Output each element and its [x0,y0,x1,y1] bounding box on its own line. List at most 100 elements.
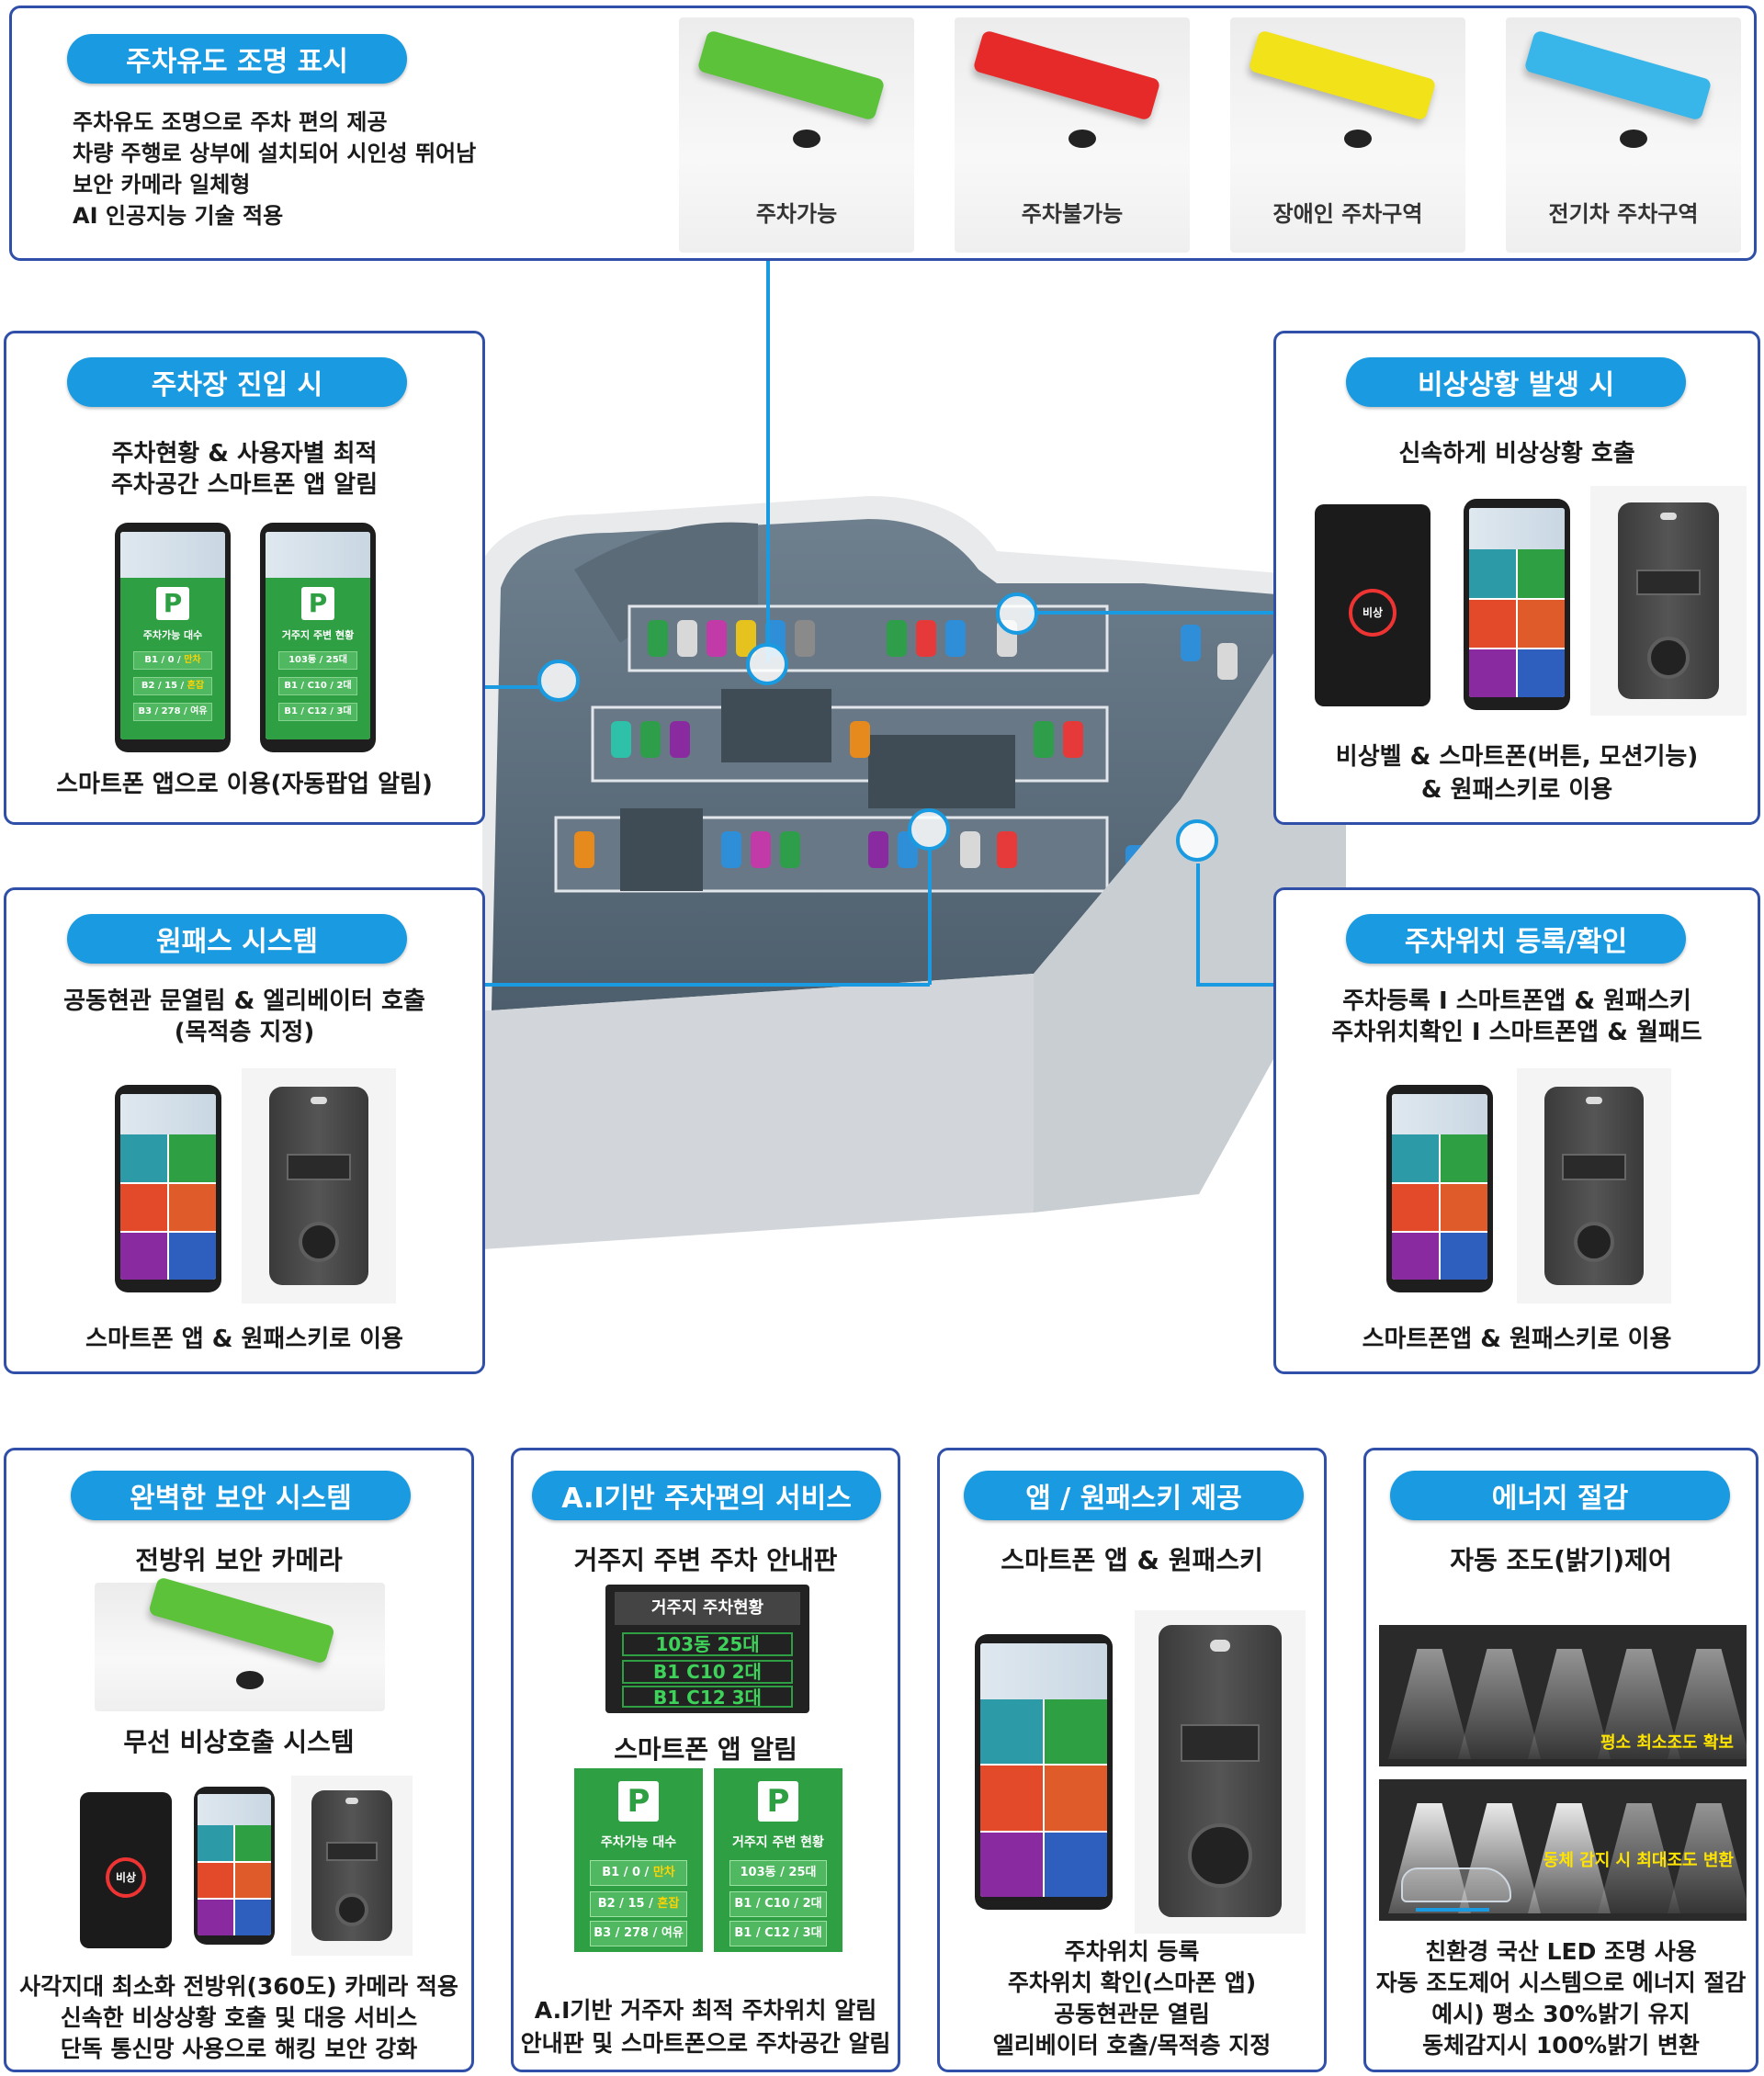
emergency-button: 비상 [1349,589,1396,637]
one-pass-key [311,1790,392,1941]
section-heading: 전방위 보안 카메라 [135,1545,343,1575]
desc-line: 공동현관 문열림 & 엘리베이터 호출 [63,987,425,1015]
desc-line: 주차등록 I 스마트폰앱 & 원패스키 [1342,987,1691,1015]
lighting-label: 동체 감지 시 최대조도 변환 [1543,1851,1734,1870]
smartphone: P 거주지 주변 현황 103동 / 25대 B1 / C10 / 2대 B1 … [260,523,376,752]
status-row: B3 / 278 / 여유 [132,702,213,721]
section-heading: 자동 조도(밝기)제어 [1450,1545,1672,1575]
app-onepass-panel: 앱 / 원패스키 제공 스마트폰 앱 & 원패스키 주차위치 등록 주차위치 확… [937,1448,1327,2072]
parking-status-signboard: 거주지 주차현황 103동 25대 B1 C10 2대 B1 C12 3대 [605,1585,809,1713]
status-row: B2 / 15 / 혼잡 [589,1891,688,1917]
desc-line: 주차현황 & 사용자별 최적 [111,440,378,468]
app-screen: P 주차가능 대수 B1 / 0 / 만차 B2 / 15 / 혼잡 B3 / … [120,577,225,739]
sign-row: B1 C10 2대 [622,1660,793,1684]
app-banner [120,1094,216,1135]
onepass-panel: 원패스 시스템 공동현관 문열림 & 엘리베이터 호출 (목적층 지정) 스마트… [4,887,485,1374]
desc-line: 차량 주행로 상부에 설치되어 시인성 뛰어남 [73,141,477,166]
panel-footer: 엘리베이터 호출/목적층 지정 [992,2032,1272,2059]
app-menu-grid [198,1824,271,1935]
sensor-node [746,643,788,685]
smartphone [1386,1085,1493,1292]
connector-line [1029,611,1275,615]
connector-line [1196,863,1200,987]
app-screen-nearby: P 거주지 주변 현황 103동 / 25대 B1 / C10 / 2대 B1 … [714,1768,842,1952]
camera-icon [1620,130,1647,148]
app-banner [1469,508,1565,550]
status-row: 103동 / 25대 [277,650,358,670]
panel-footer: 주차위치 등록 [1064,1938,1200,1965]
one-pass-key [269,1087,368,1285]
sign-header: 거주지 주차현황 [615,1592,800,1625]
connector-line [928,845,932,985]
one-pass-key [1618,502,1719,699]
connector-line [766,259,770,663]
status-row: B1 / 0 / 만차 [132,650,213,670]
smartphone [194,1787,275,1945]
sensor-node [908,808,950,851]
camera-icon [1069,130,1096,148]
panel-title: 주차유도 조명 표시 [67,34,407,84]
one-pass-key-card [291,1776,413,1956]
green-guide-light [148,1576,335,1664]
sensor-node [996,592,1038,635]
app-menu-grid [1469,549,1565,697]
status-row: 103동 / 25대 [729,1860,828,1886]
panel-title: 비상상황 발생 시 [1346,357,1686,407]
parked-cars [574,620,1238,882]
security-panel: 완벽한 보안 시스템 전방위 보안 카메라 무선 비상호출 시스템 비상 사각지… [4,1448,474,2072]
panel-title: 주차위치 등록/확인 [1346,914,1686,964]
status-row: B1 / 0 / 만차 [589,1860,688,1886]
section-heading: 스마트폰 앱 & 원패스키 [1001,1545,1263,1575]
panel-title: 완벽한 보안 시스템 [71,1471,411,1520]
panel-footer: 자동 조도제어 시스템으로 에너지 절감 [1375,1969,1747,1996]
connector-line [1196,983,1277,987]
panel-title: 원패스 시스템 [67,914,407,964]
app-menu-grid [980,1698,1107,1897]
sensor-node [1176,819,1218,862]
camera-icon [793,130,820,148]
status-row: B1 / C10 / 2대 [729,1891,828,1917]
status-row: B2 / 15 / 혼잡 [132,676,213,695]
emergency-bell-device: 비상 [1315,504,1430,706]
blue-guide-light [1523,29,1713,121]
light-card-disabled: 장애인 주차구역 [1230,17,1465,253]
panel-footer: 단독 통신망 사용으로 해킹 보안 강화 [60,2036,418,2062]
one-pass-key-card [1135,1610,1306,1934]
yellow-guide-light [1248,29,1437,121]
light-label: 장애인 주차구역 [1272,201,1423,227]
one-pass-key-card [242,1068,396,1303]
sign-row: B1 C12 3대 [622,1686,793,1708]
panel-footer: 공동현관문 열림 [1054,2001,1210,2027]
parking-position-panel: 주차위치 등록/확인 주차등록 I 스마트폰앱 & 원패스키 주차위치확인 I … [1273,887,1760,1374]
status-row: B3 / 278 / 여유 [589,1921,688,1946]
sign-row: 103동 25대 [622,1632,793,1656]
panel-footer: 친환경 국산 LED 조명 사용 [1425,1938,1697,1965]
light-card-available: 주차가능 [679,17,914,253]
desc-line: AI 인공지능 기술 적용 [73,203,284,229]
app-screen: P 거주지 주변 현황 103동 / 25대 B1 / C10 / 2대 B1 … [266,577,370,739]
green-guide-light [696,29,886,121]
lighting-motion-image: 동체 감지 시 최대조도 변환 [1379,1779,1747,1921]
panel-footer: 동체감지시 100%밝기 변환 [1422,2032,1700,2059]
desc-line: 보안 카메라 일체형 [73,172,251,197]
panel-footer: & 원패스키로 이용 [1420,776,1613,804]
app-menu-grid [120,1134,216,1280]
panel-title: A.I기반 주차편의 서비스 [532,1471,881,1520]
smartphone [115,1085,221,1292]
desc-line: (목적층 지정) [174,1019,315,1046]
camera-icon [236,1671,264,1689]
light-card-unavailable: 주차불가능 [955,17,1190,253]
app-banner [266,532,370,578]
screen-title: 주차가능 대수 [142,628,203,641]
lighting-normal-image: 평소 최소조도 확보 [1379,1625,1747,1766]
smartphone: P 주차가능 대수 B1 / 0 / 만차 B2 / 15 / 혼잡 B3 / … [115,523,231,752]
panel-footer: 사각지대 최소화 전방위(360도) 카메라 적용 [19,1973,458,2000]
sensor-node [537,660,580,702]
red-guide-light [972,29,1161,121]
section-heading: 거주지 주변 주차 안내판 [573,1545,838,1575]
status-row: B1 / C12 / 3대 [729,1921,828,1946]
desc-line: 주차공간 스마트폰 앱 알림 [110,471,379,499]
car-icon [1401,1867,1511,1902]
app-screen-available: P 주차가능 대수 B1 / 0 / 만차 B2 / 15 / 혼잡 B3 / … [574,1768,703,1952]
status-row: B1 / C10 / 2대 [277,676,358,695]
